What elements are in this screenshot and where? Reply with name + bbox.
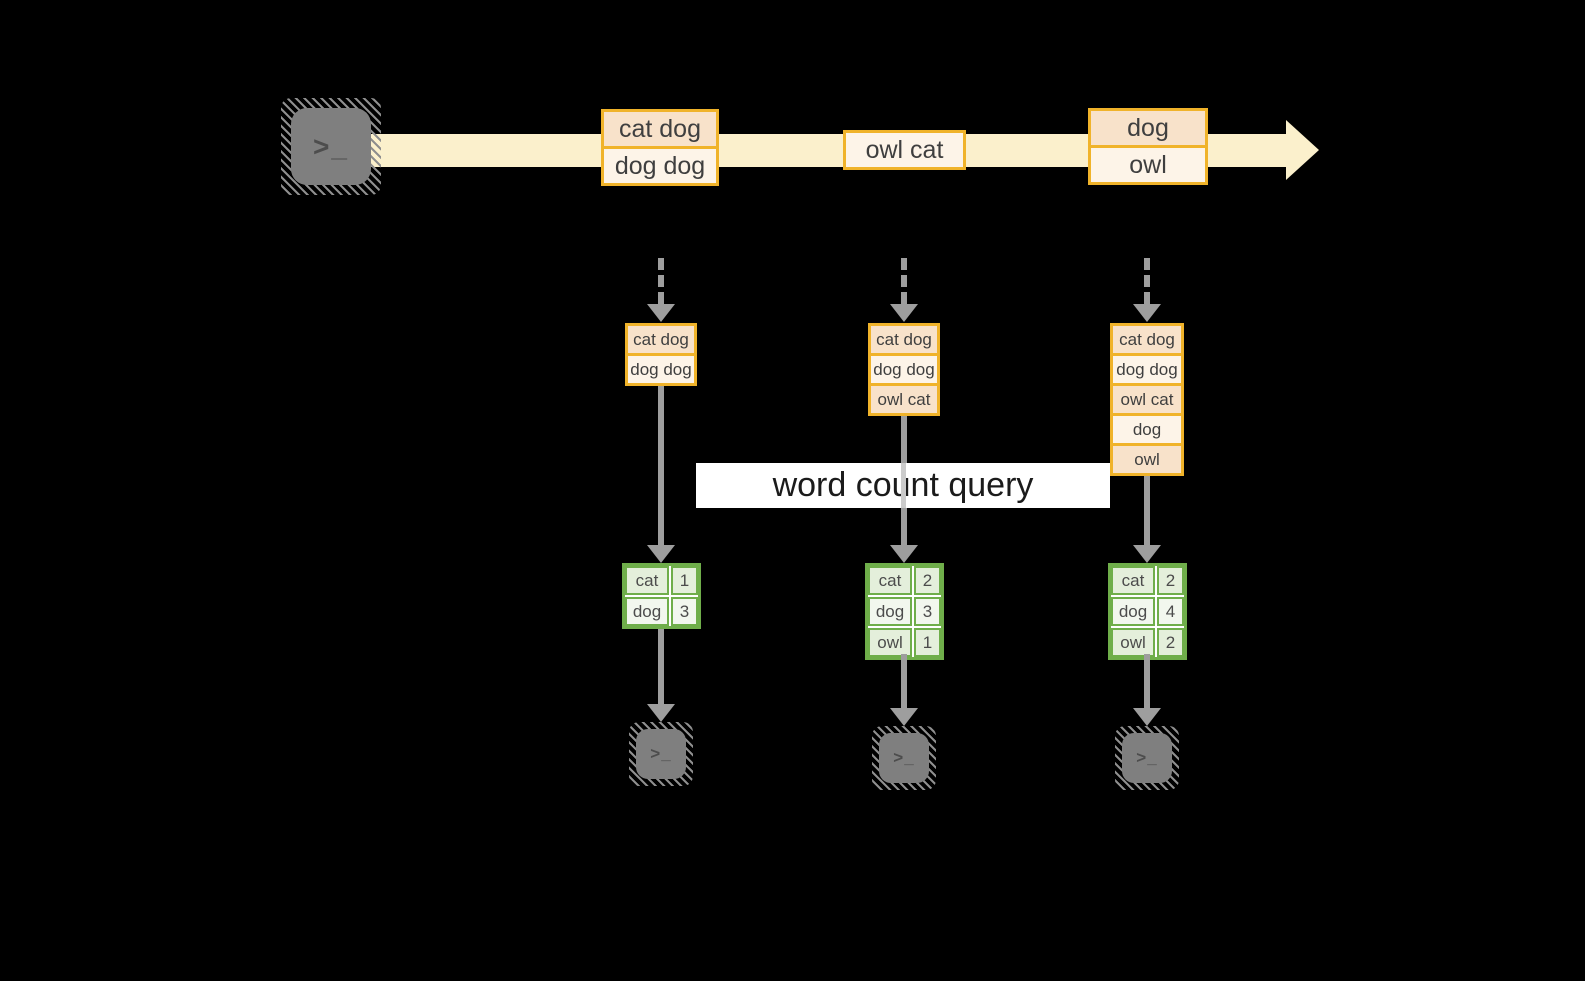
stream-event-box: owl cat <box>843 130 966 170</box>
stream-event-box: dog owl <box>1088 108 1208 185</box>
word-cell: cat <box>625 566 669 595</box>
count-cell: 3 <box>914 597 941 626</box>
arrow-head <box>890 545 918 563</box>
count-cell: 2 <box>1157 628 1184 657</box>
accumulated-records-box: cat dog dog dog owl cat dog owl <box>1110 323 1184 476</box>
count-cell: 2 <box>1157 566 1184 595</box>
word-cell: owl <box>868 628 912 657</box>
output-terminal-icon: >_ <box>629 722 693 786</box>
record-row: cat dog <box>871 326 937 353</box>
stream-record: dog dog <box>604 149 716 183</box>
source-terminal-icon: >_ <box>281 98 381 195</box>
stream-record: owl <box>1091 148 1205 182</box>
stream-record: owl cat <box>846 133 963 167</box>
arrow-head <box>647 304 675 322</box>
stream-record: cat dog <box>604 112 716 146</box>
record-row: cat dog <box>1113 326 1181 353</box>
arrow-shaft <box>1144 476 1150 547</box>
record-row: dog <box>1113 416 1181 443</box>
output-terminal-icon: >_ <box>872 726 936 790</box>
word-count-table: cat 2 dog 3 owl 1 <box>865 563 944 660</box>
arrow-shaft <box>1144 654 1150 708</box>
arrow-shaft <box>658 629 664 706</box>
word-cell: dog <box>868 597 912 626</box>
terminal-prompt-icon: >_ <box>636 729 686 779</box>
terminal-prompt-icon: >_ <box>291 108 371 185</box>
terminal-prompt-icon: >_ <box>1122 733 1172 783</box>
terminal-prompt-icon: >_ <box>879 733 929 783</box>
count-cell: 1 <box>914 628 941 657</box>
arrow-head <box>1133 304 1161 322</box>
record-row: owl cat <box>1113 386 1181 413</box>
count-cell: 4 <box>1157 597 1184 626</box>
arrow-shaft <box>658 258 664 304</box>
count-cell: 1 <box>671 566 698 595</box>
arrow-head <box>1133 545 1161 563</box>
word-cell: dog <box>1111 597 1155 626</box>
word-count-table: cat 2 dog 4 owl 2 <box>1108 563 1187 660</box>
word-cell: owl <box>1111 628 1155 657</box>
record-row: dog dog <box>628 356 694 383</box>
arrow-shaft <box>901 654 907 708</box>
arrow-shaft <box>901 258 907 304</box>
arrow-head <box>890 304 918 322</box>
record-row: owl <box>1113 446 1181 473</box>
arrow-shaft <box>658 386 664 547</box>
arrow-head <box>647 545 675 563</box>
word-cell: cat <box>1111 566 1155 595</box>
stream-event-box: cat dog dog dog <box>601 109 719 186</box>
arrow-head <box>890 708 918 726</box>
record-row: owl cat <box>871 386 937 413</box>
stream-arrowhead-icon <box>1286 120 1319 180</box>
stream-record: dog <box>1091 111 1205 145</box>
accumulated-records-box: cat dog dog dog owl cat <box>868 323 940 416</box>
record-row: cat dog <box>628 326 694 353</box>
count-cell: 3 <box>671 597 698 626</box>
accumulated-records-box: cat dog dog dog <box>625 323 697 386</box>
word-count-table: cat 1 dog 3 <box>622 563 701 629</box>
count-cell: 2 <box>914 566 941 595</box>
output-terminal-icon: >_ <box>1115 726 1179 790</box>
arrow-head <box>1133 708 1161 726</box>
word-cell: dog <box>625 597 669 626</box>
record-row: dog dog <box>871 356 937 383</box>
arrow-through-banner <box>901 463 906 508</box>
word-cell: cat <box>868 566 912 595</box>
arrow-head <box>647 704 675 722</box>
arrow-shaft <box>1144 258 1150 304</box>
record-row: dog dog <box>1113 356 1181 383</box>
